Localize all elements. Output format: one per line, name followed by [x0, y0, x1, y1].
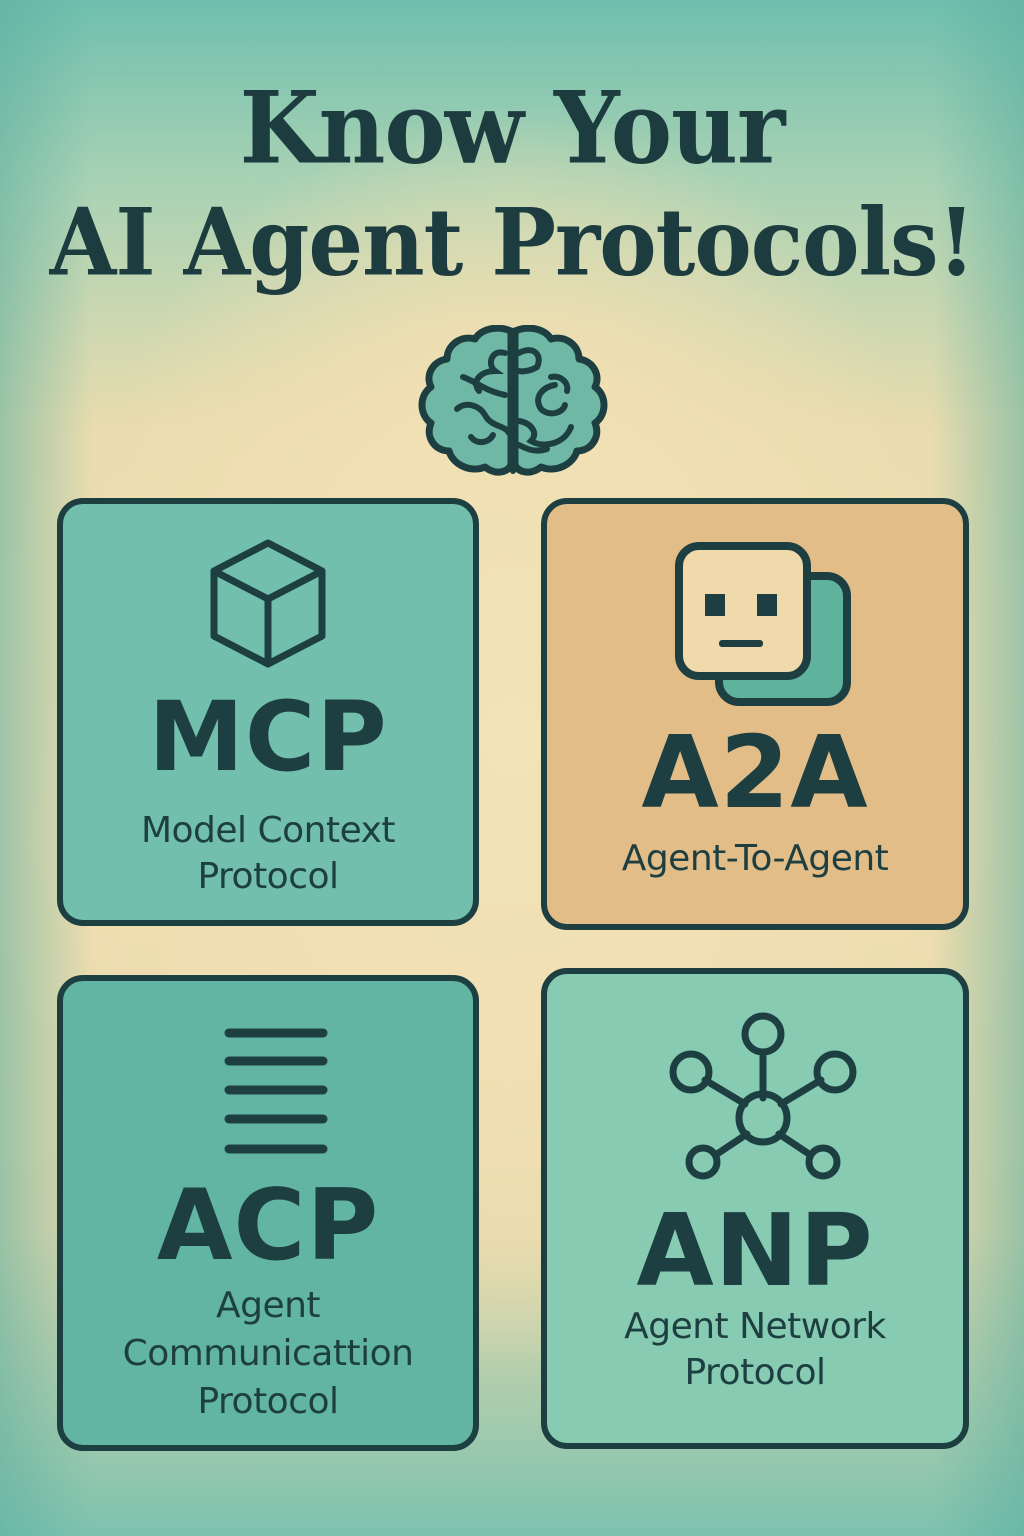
brain-icon	[418, 325, 608, 476]
card-desc-line1: Model Context	[140, 810, 396, 851]
robot-faces-icon	[675, 542, 851, 706]
title-line-2: AI Agent Protocols!	[49, 187, 976, 298]
stacked-lines-icon	[224, 1028, 328, 1154]
card-desc-line1: Agent	[215, 1285, 321, 1326]
card-abbr: A2A	[641, 714, 869, 831]
card-desc-line2: Protocol	[684, 1352, 826, 1393]
network-nodes-icon	[669, 1012, 857, 1180]
cube-icon	[210, 539, 326, 668]
card-abbr: ANP	[636, 1192, 874, 1309]
card-mcp: MCP Model Context Protocol	[57, 498, 479, 926]
card-desc-line3: Protocol	[197, 1381, 339, 1422]
title-line-1: Know Your	[239, 69, 786, 187]
card-anp: ANP Agent Network Protocol	[541, 968, 969, 1449]
card-desc-line2: Communicattion	[122, 1333, 414, 1374]
card-abbr: ACP	[156, 1169, 380, 1283]
card-abbr: MCP	[148, 681, 388, 793]
card-desc-line1: Agent Network	[624, 1306, 886, 1347]
card-desc-line1: Agent-To-Agent	[621, 838, 889, 879]
card-a2a: A2A Agent-To-Agent	[541, 498, 969, 930]
card-acp: ACP Agent Communicattion Protocol	[57, 975, 479, 1451]
card-desc-line2: Protocol	[197, 856, 339, 897]
